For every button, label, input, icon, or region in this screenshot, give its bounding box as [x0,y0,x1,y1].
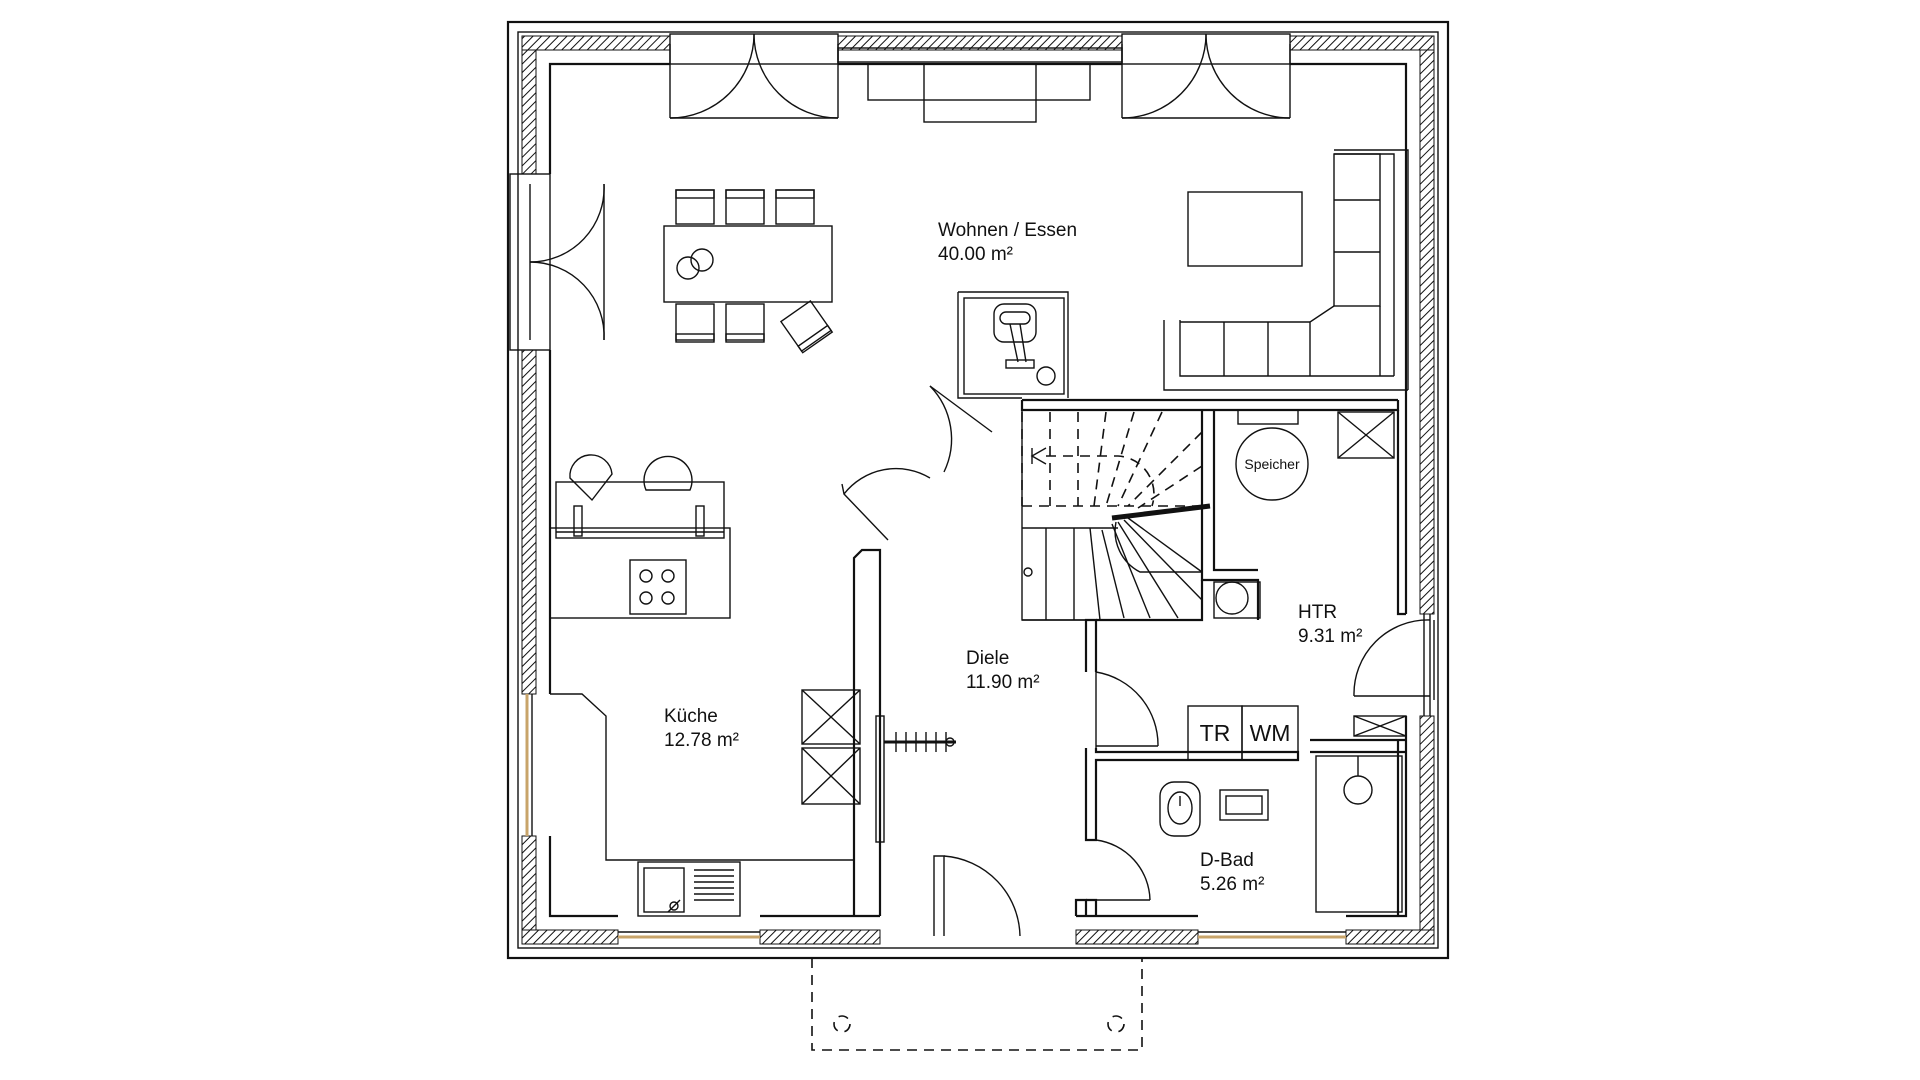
room-area: 9.31 m² [1298,626,1362,647]
room-name: Wohnen / Essen [938,220,1077,241]
coffee-table [1187,191,1303,267]
room-area: 40.00 m² [938,244,1013,265]
tank-label: Speicher [1244,456,1300,472]
sofa [1163,149,1409,391]
interior-doors [841,385,1435,937]
room-label-wohnen: Wohnen / Essen 40.00 m² [938,220,1077,265]
toilet [1159,781,1201,837]
kitchen-counter [550,693,854,917]
shower [1315,755,1403,913]
dining-table [663,189,834,354]
room-name: Küche [664,706,718,727]
kitchen-island [549,454,731,619]
stove [963,297,1065,395]
terrace-door-west [509,173,605,351]
terrace-door-north-right [1121,33,1291,119]
terrace-door-north-left [669,33,839,119]
dryer: TR [1187,705,1243,761]
room-label-htr: HTR 9.31 m² [1298,602,1362,647]
coat-rack [875,715,956,843]
htr-room [1213,409,1407,737]
interior-walls [852,291,1406,916]
room-area: 11.90 m² [966,672,1040,693]
room-name: D-Bad [1200,850,1254,871]
hot-water-tank: Speicher [1235,427,1309,501]
room-name: HTR [1298,602,1337,623]
room-label-kueche: Küche 12.78 m² [664,706,739,751]
room-name: Diele [966,648,1009,669]
entrance-canopy [811,958,1143,1051]
room-label-dbad: D-Bad 5.26 m² [1200,850,1264,895]
staircase [1021,409,1211,621]
room-area: 5.26 m² [1200,874,1264,895]
room-label-diele: Diele 11.90 m² [966,648,1040,693]
washbasin [1219,789,1269,821]
kitchen-tall-units [801,689,861,805]
washer-label: WM [1250,720,1291,746]
windows [525,47,1431,939]
room-area: 12.78 m² [664,730,739,751]
dryer-label: TR [1200,720,1231,746]
washer: WM [1241,705,1299,761]
